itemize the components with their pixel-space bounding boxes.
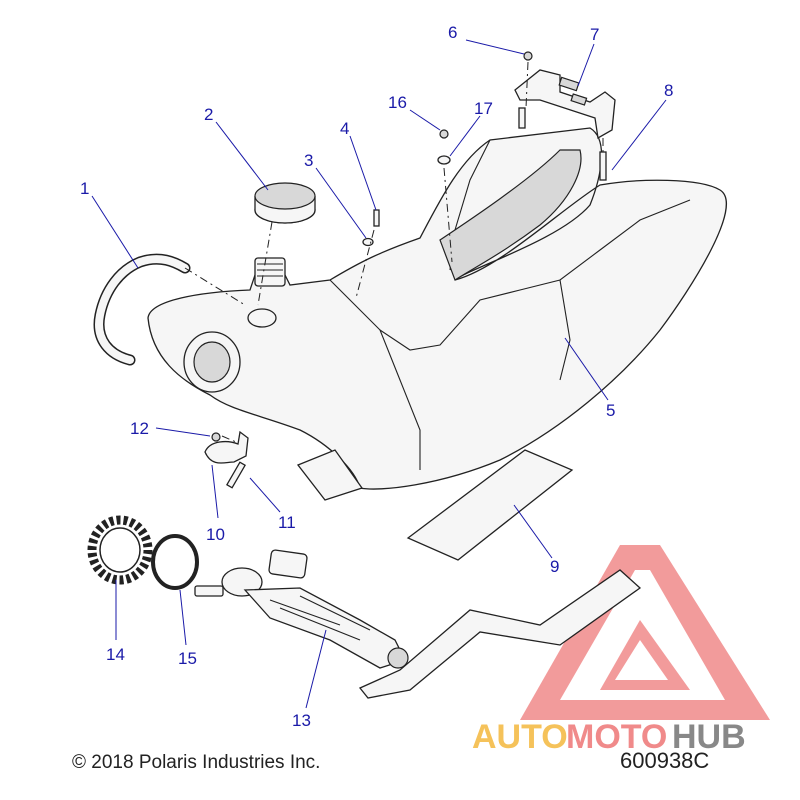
callout-16: 16	[388, 93, 407, 112]
lock-ring	[87, 515, 153, 585]
callout-7: 7	[590, 25, 599, 44]
bolt-16	[439, 129, 449, 139]
callout-12: 12	[130, 419, 149, 438]
screw-4	[373, 209, 380, 227]
washer-17	[437, 155, 451, 165]
callout-13: 13	[292, 711, 311, 730]
watermark-text: AUTO MOTO HUB	[472, 718, 746, 756]
leader-lines	[91, 39, 667, 709]
fuel-cap	[254, 182, 316, 224]
fuel-tank	[147, 127, 727, 501]
hose-clamp	[204, 430, 249, 464]
diagram-part-number: 600938C	[620, 748, 710, 773]
vent-hose	[93, 253, 191, 366]
callout-17: 17	[474, 99, 493, 118]
callout-6: 6	[448, 23, 457, 42]
stud-left	[518, 107, 526, 129]
callout-15: 15	[178, 649, 197, 668]
callout-labels: 1 2 3 4 5 6 7 8 9 10 11 12 13 14 15 16 1…	[80, 23, 673, 730]
watermark-moto: MOTO	[566, 718, 667, 756]
heat-shield-pad	[406, 449, 574, 561]
assembly-lines	[184, 61, 604, 443]
callout-10: 10	[206, 525, 225, 544]
pump-seal	[151, 534, 199, 590]
callout-14: 14	[106, 645, 125, 664]
grommet-3	[362, 237, 374, 247]
callout-8: 8	[664, 81, 673, 100]
callout-11: 11	[278, 513, 296, 532]
watermark-hub: HUB	[672, 718, 746, 756]
nut-6	[523, 51, 533, 61]
bolt-11	[226, 461, 246, 489]
fuel-pump-assembly	[194, 549, 642, 699]
fasteners	[211, 51, 607, 489]
callout-2: 2	[204, 105, 213, 124]
callout-5: 5	[606, 401, 615, 420]
callout-3: 3	[304, 151, 313, 170]
callout-4: 4	[340, 119, 349, 138]
stud-8	[599, 151, 607, 181]
nut-12	[211, 432, 221, 442]
callout-1: 1	[80, 179, 89, 198]
callout-9: 9	[550, 557, 559, 576]
copyright-notice: © 2018 Polaris Industries Inc.	[72, 752, 321, 773]
mounting-bracket	[514, 69, 616, 140]
watermark-logo	[520, 545, 770, 720]
watermark-auto: AUTO	[472, 718, 568, 756]
